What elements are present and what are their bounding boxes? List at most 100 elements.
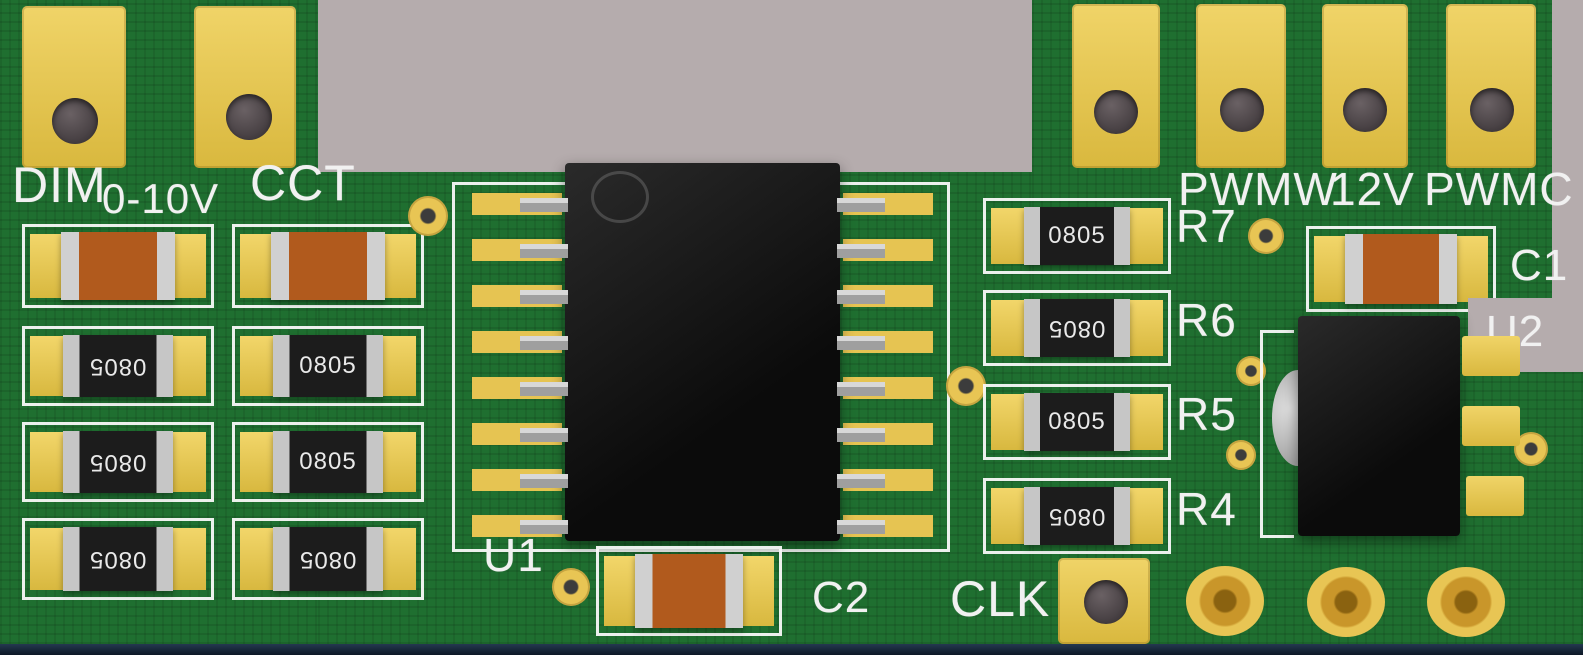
- drill-hole: [1084, 580, 1128, 624]
- ic-pin-column-right: [837, 195, 885, 535]
- capacitor-body: [61, 232, 175, 300]
- board-edge: [0, 644, 1583, 655]
- solder-pad: [170, 528, 206, 590]
- solder-pad: [30, 432, 66, 492]
- silkscreen-label-dim: DIM: [12, 157, 107, 213]
- resistor-marking: 0805: [299, 448, 357, 475]
- resistor-body: 0805: [63, 527, 173, 591]
- smd-resistor-r7: 0805: [983, 198, 1171, 274]
- u2-body: [1298, 316, 1460, 536]
- through-hole-pad: [1322, 4, 1408, 168]
- resistor-marking: 0805: [299, 546, 357, 573]
- resistor-marking: 0805: [1048, 315, 1106, 342]
- silkscreen-label-r7: R7: [1176, 200, 1237, 252]
- silkscreen-label-pwmw: PWMW: [1178, 163, 1338, 215]
- smd-capacitor-c2: [596, 546, 782, 636]
- solder-pad: [991, 300, 1027, 356]
- u2-silkscreen-outline: [1260, 330, 1294, 538]
- resistor-marking: 0805: [89, 449, 147, 476]
- resistor-marking: 0805: [89, 353, 147, 380]
- solder-pad: [380, 432, 416, 492]
- resistor-body: 0805: [273, 527, 383, 591]
- silkscreen-label-r6: R6: [1176, 294, 1237, 346]
- solder-pad: [380, 528, 416, 590]
- capacitor-body: [271, 232, 385, 300]
- resistor-body: 0805: [273, 431, 383, 493]
- smd-resistor: 0805: [22, 326, 214, 406]
- solder-pad: [1462, 336, 1520, 376]
- smd-resistor-r5: 0805: [983, 384, 1171, 460]
- smd-capacitor: [22, 224, 214, 308]
- smd-capacitor: [232, 224, 424, 308]
- solder-pad: [991, 394, 1027, 450]
- resistor-body: 0805: [273, 335, 383, 397]
- drill-hole: [1094, 90, 1138, 134]
- silkscreen-label-r5: R5: [1176, 388, 1237, 440]
- solder-pad: [30, 234, 66, 298]
- via: [408, 196, 448, 236]
- drill-hole: [52, 98, 98, 144]
- capacitor-body: [1345, 234, 1457, 304]
- silkscreen-label-12v: 12V: [1330, 163, 1415, 215]
- ic-u1-body: [565, 163, 840, 541]
- resistor-marking: 0805: [299, 352, 357, 379]
- silkscreen-label-r4: R4: [1176, 483, 1237, 535]
- solder-pad: [1452, 236, 1488, 302]
- resistor-body: 0805: [1024, 487, 1130, 545]
- solder-pad: [380, 234, 416, 298]
- smd-resistor: 0805: [232, 326, 424, 406]
- silkscreen-label-c1: C1: [1510, 241, 1569, 290]
- drill-hole: [226, 94, 272, 140]
- solder-pad: [604, 556, 640, 626]
- via: [1226, 440, 1256, 470]
- via: [552, 568, 590, 606]
- oval-pad: [1427, 567, 1505, 637]
- resistor-marking: 0805: [89, 546, 147, 573]
- solder-pad: [991, 208, 1027, 264]
- resistor-body: 0805: [1024, 299, 1130, 357]
- via: [946, 366, 986, 406]
- resistor-marking: 0805: [1048, 222, 1106, 249]
- silkscreen-label-pwmc: PWMC: [1424, 163, 1574, 215]
- silkscreen-label-u1: U1: [483, 529, 544, 581]
- pin1-indicator: [591, 171, 649, 223]
- solder-pad: [30, 528, 66, 590]
- smd-capacitor-c1: [1306, 226, 1496, 312]
- solder-pad: [240, 432, 276, 492]
- silkscreen-label-0-10v: 0-10V: [102, 175, 220, 222]
- solder-pad: [240, 528, 276, 590]
- solder-pad: [1127, 300, 1163, 356]
- through-hole-pad: [1196, 4, 1286, 168]
- solder-pad: [30, 336, 66, 396]
- smd-resistor: 0805: [22, 518, 214, 600]
- solder-pad: [1466, 476, 1524, 516]
- silkscreen-label-clk: CLK: [950, 571, 1051, 627]
- smd-resistor: 0805: [22, 422, 214, 502]
- solder-pad: [1462, 406, 1520, 446]
- resistor-body: 0805: [63, 335, 173, 397]
- solder-pad: [240, 234, 276, 298]
- through-hole-pad: [1446, 4, 1536, 168]
- smd-resistor: 0805: [232, 422, 424, 502]
- smd-resistor-r6: 0805: [983, 290, 1171, 366]
- through-hole-pad-clk: [1058, 558, 1150, 644]
- solder-pad: [991, 488, 1027, 544]
- silkscreen-label-cct: CCT: [250, 155, 356, 211]
- drill-hole: [1343, 88, 1387, 132]
- solder-pad: [1127, 208, 1163, 264]
- capacitor-body: [635, 554, 743, 628]
- smd-resistor-r4: 0805: [983, 478, 1171, 554]
- smd-resistor: 0805: [232, 518, 424, 600]
- through-hole-pad: [194, 6, 296, 168]
- solder-pad: [1314, 236, 1350, 302]
- resistor-body: 0805: [63, 431, 173, 493]
- drill-hole: [1470, 88, 1514, 132]
- solder-pad: [170, 336, 206, 396]
- resistor-body: 0805: [1024, 207, 1130, 265]
- solder-pad: [738, 556, 774, 626]
- solder-pad: [1127, 394, 1163, 450]
- silkscreen-label-c2: C2: [812, 573, 871, 622]
- resistor-marking: 0805: [1048, 503, 1106, 530]
- solder-pad: [240, 336, 276, 396]
